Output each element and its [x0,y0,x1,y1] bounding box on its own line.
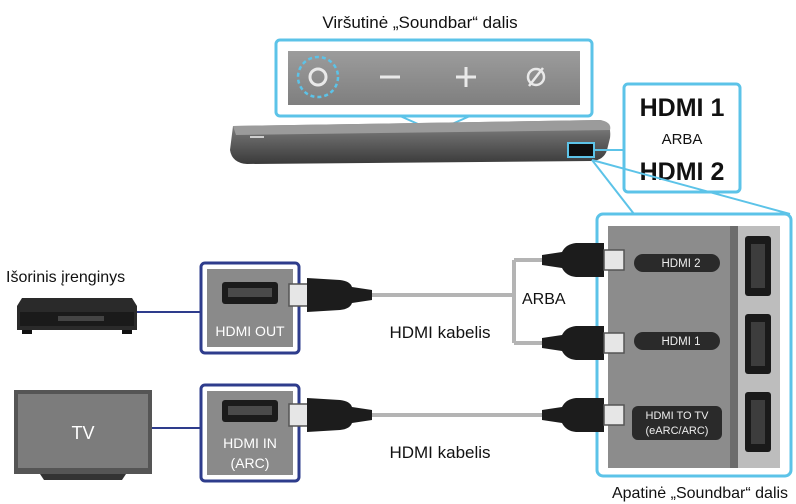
hdmi-in-label-1: HDMI IN [223,435,277,451]
svg-text:HDMI TO TV: HDMI TO TV [646,410,710,422]
hdmi-out-label: HDMI OUT [215,323,285,339]
hdmi-plug-in [288,398,372,432]
bottom-panel-title: Apatinė „Soundbar“ dalis [612,485,788,502]
top-panel-surface [288,51,580,105]
hdmi-cable-label-top: HDMI kabelis [389,323,490,342]
soundbar [230,120,611,164]
soundbar-rear-port [567,142,595,158]
power-icon [296,55,340,99]
hdmi-cable-label-bottom: HDMI kabelis [389,443,490,462]
top-panel-frame [274,38,594,118]
hdmi-callout-box [622,82,742,194]
port-label-hdmi1: HDMI 1 [634,332,720,350]
svg-text:HDMI 2: HDMI 2 [662,258,701,270]
hdmi-socket-tv [745,392,771,452]
hdmi-cable-top [372,258,542,345]
callout-hdmi1: HDMI 1 [640,94,725,122]
hdmi-socket-1 [745,314,771,374]
tv-label: TV [71,423,94,443]
source-icon [526,67,546,87]
hdmi-plug-soundbar-2 [542,243,625,277]
hdmi-socket-2 [745,236,771,296]
plus-icon [456,67,476,87]
svg-text:HDMI 1: HDMI 1 [662,336,701,348]
tv [14,390,152,480]
external-device [17,298,137,334]
hdmi-plug-soundbar-1 [542,326,625,360]
external-device-label: Išorinis įrenginys [6,269,125,286]
callout-arba: ARBA [662,131,703,148]
hdmi-plug-soundbar-tv [542,398,625,432]
callout-hdmi2: HDMI 2 [640,158,725,186]
top-panel-title: Viršutinė „Soundbar“ dalis [322,13,517,32]
port-label-hdmi2: HDMI 2 [634,254,720,272]
port-label-hdmi-to-tv: HDMI TO TV (eARC/ARC) [632,406,722,440]
hdmi-in-label-2: (ARC) [231,455,270,471]
svg-text:(eARC/ARC): (eARC/ARC) [646,425,709,437]
hdmi-plug-out [288,278,372,312]
arba-label: ARBA [522,291,566,308]
